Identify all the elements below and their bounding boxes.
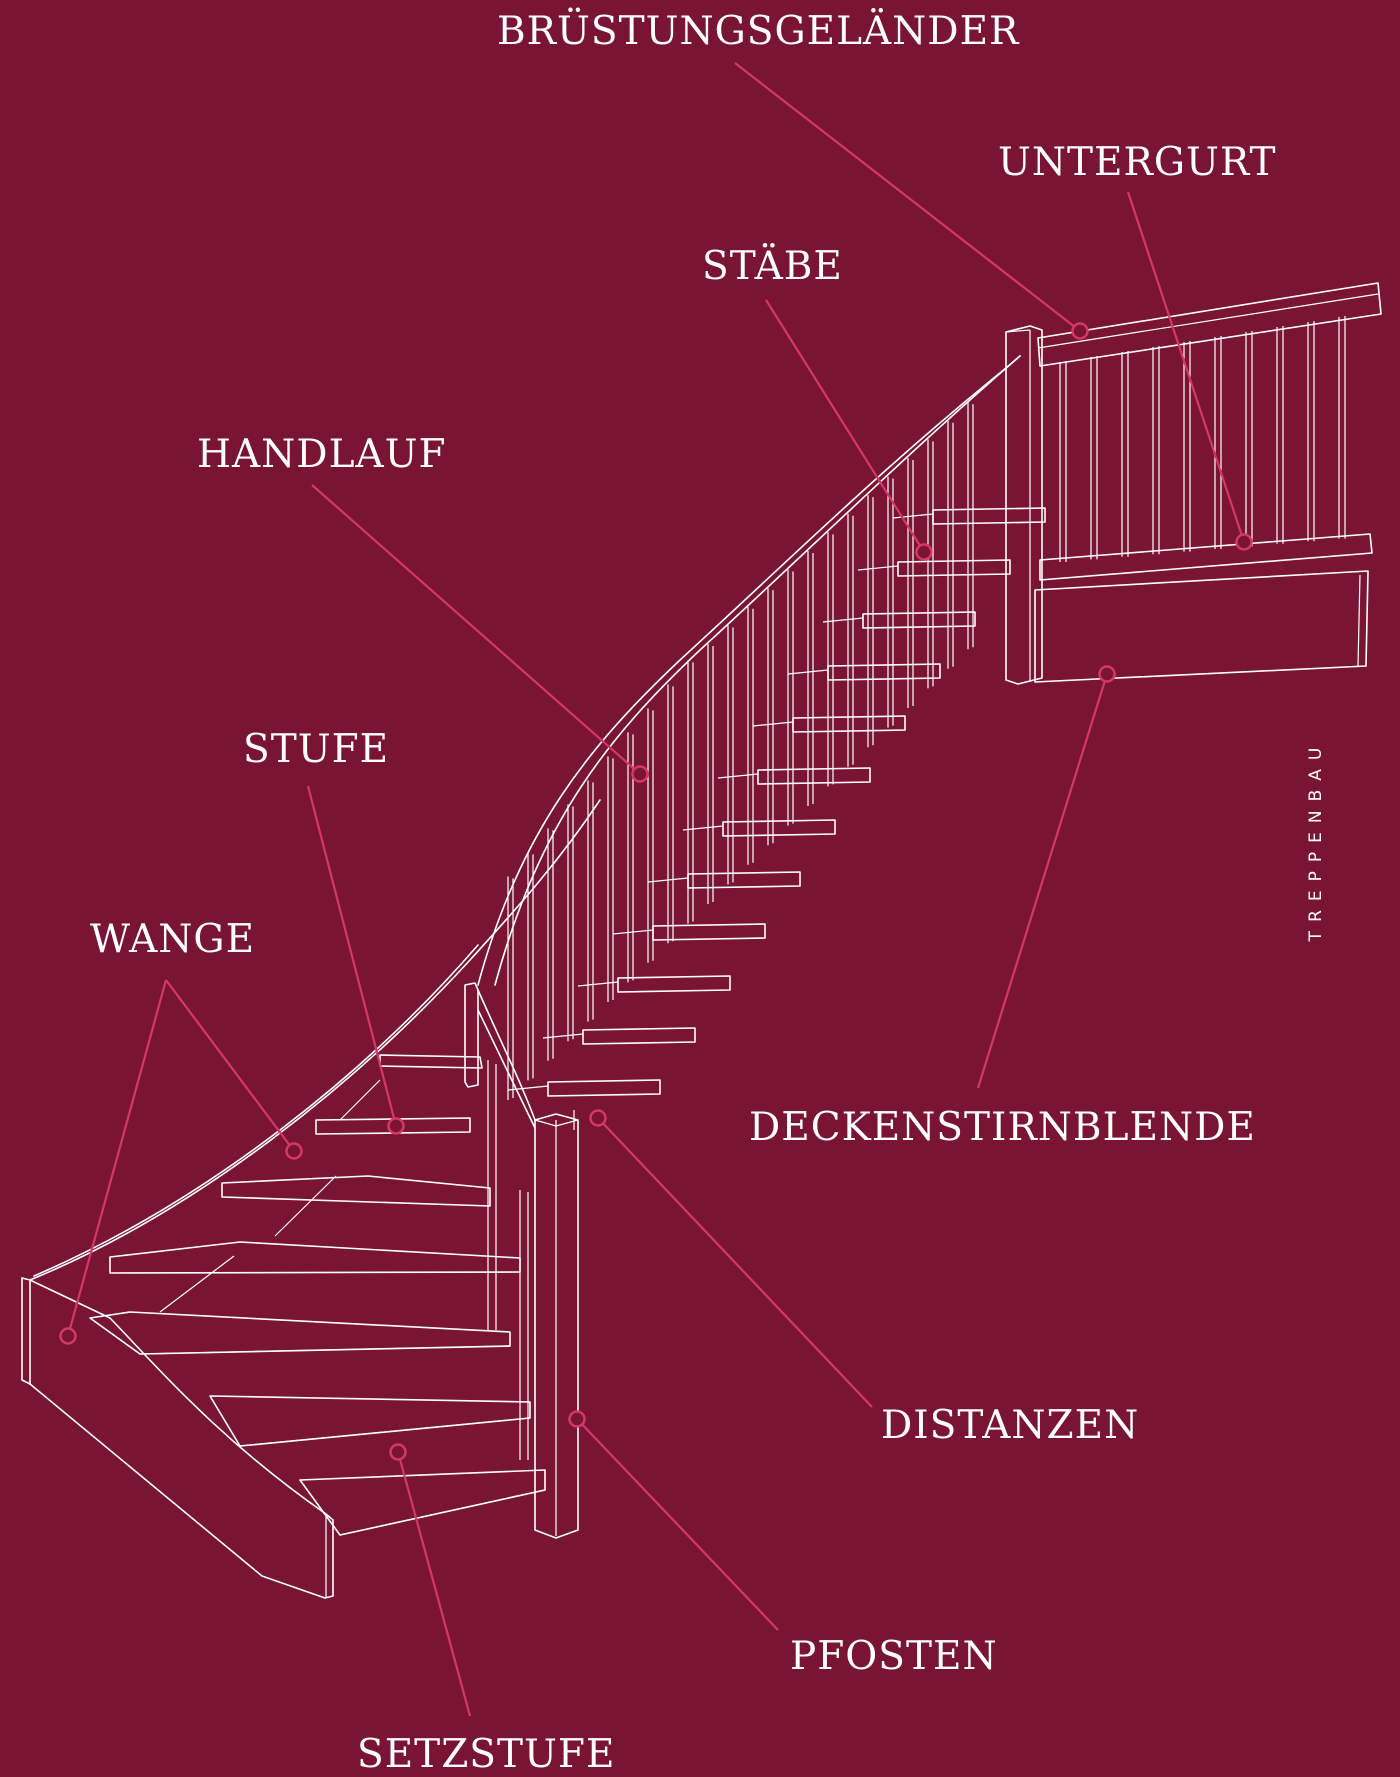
flight-baluster (728, 625, 733, 884)
tread-edge (823, 618, 863, 622)
landing-baluster (1091, 356, 1097, 559)
label-bruestungsgelaender: BRÜSTUNGSGELÄNDER (497, 12, 1019, 51)
tread (583, 1028, 695, 1044)
flight-baluster (868, 495, 873, 747)
flight-baluster (928, 439, 933, 688)
label-distanzen: DISTANZEN (881, 1406, 1139, 1445)
tread (758, 768, 870, 784)
landing-baluster (1246, 331, 1252, 546)
tread (548, 1080, 660, 1096)
tread (723, 820, 835, 836)
tread (653, 924, 765, 940)
landing-baluster (1339, 316, 1345, 539)
tread (898, 560, 1010, 576)
flight-baluster (908, 458, 913, 708)
middle-newel-post (465, 983, 535, 1128)
flight-baluster (708, 644, 713, 904)
winder-treads (90, 1055, 545, 1535)
tread-edge (718, 774, 758, 778)
tread-edge (578, 982, 618, 986)
flight-baluster (888, 477, 893, 728)
label-pfosten: PFOSTEN (790, 1637, 998, 1676)
landing-newel-post (1006, 326, 1042, 684)
tread-edge (508, 1086, 548, 1090)
landing-baluster (1308, 321, 1314, 541)
flight-baluster (788, 570, 793, 826)
flight-baluster (628, 732, 633, 982)
label-wange: WANGE (90, 920, 255, 959)
flight-baluster (668, 684, 673, 943)
flight-baluster (848, 514, 853, 767)
tread (618, 976, 730, 992)
tread-edge (543, 1034, 583, 1038)
leader-lines (68, 63, 1244, 1716)
landing-baluster (1060, 361, 1066, 562)
landing-baluster (1215, 336, 1221, 549)
landing-baluster (1277, 326, 1283, 544)
flight-baluster (608, 756, 613, 1002)
flight-baluster (748, 607, 753, 865)
tread (933, 508, 1045, 524)
label-stufe: STUFE (243, 730, 389, 769)
label-untergurt: UNTERGURT (998, 143, 1277, 182)
flight-baluster (948, 421, 953, 669)
leader-dots (61, 324, 1252, 1460)
side-title: TREPPENBAU (1306, 739, 1326, 942)
flight-baluster (828, 532, 833, 786)
label-deckenstirnblende: DECKENSTIRNBLENDE (749, 1108, 1256, 1147)
landing-balustrade (1035, 283, 1381, 682)
flight-baluster (648, 708, 653, 962)
landing-baluster (1122, 351, 1128, 557)
lower-newel-post (535, 1114, 578, 1538)
tread-edge (858, 566, 898, 570)
flight-baluster (768, 588, 773, 845)
tread-edge (683, 826, 723, 830)
landing-baluster (1153, 346, 1159, 554)
flight-balusters (508, 402, 973, 1100)
label-setzstufe: SETZSTUFE (357, 1735, 615, 1774)
tread (828, 664, 940, 680)
tread (688, 872, 800, 888)
label-staebe: STÄBE (702, 247, 843, 286)
handrail (478, 356, 1020, 985)
label-handlauf: HANDLAUF (197, 435, 447, 474)
tread (863, 612, 975, 628)
flight-baluster (548, 828, 553, 1060)
flight-baluster (808, 551, 813, 806)
